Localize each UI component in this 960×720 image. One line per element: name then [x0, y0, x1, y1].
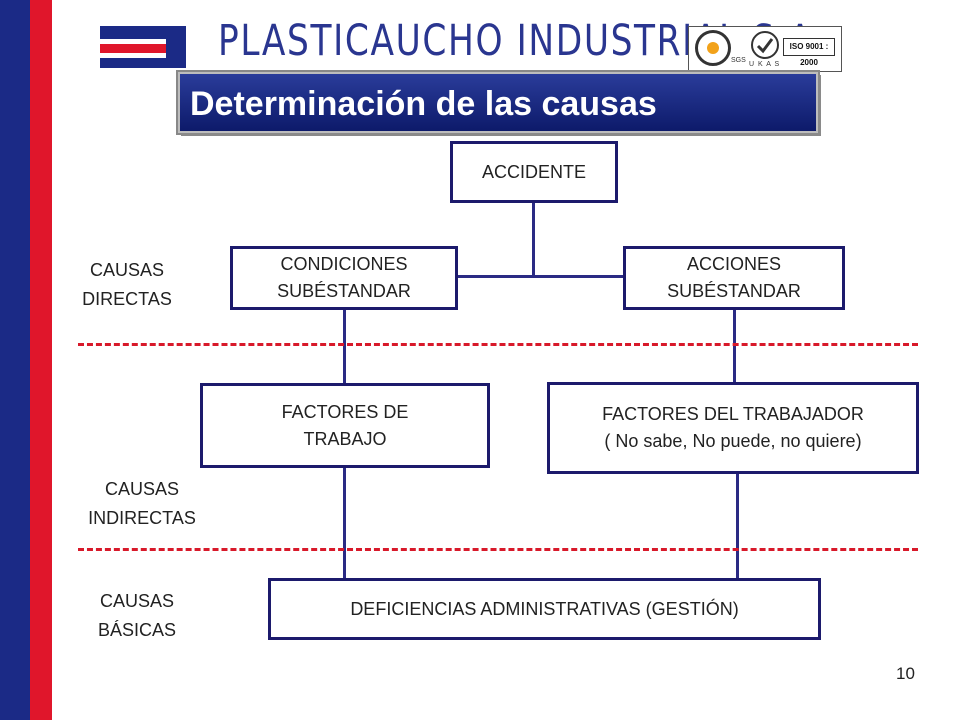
- node-accidente: ACCIDENTE: [450, 141, 618, 203]
- node-factores-trabajador: FACTORES DEL TRABAJADOR ( No sabe, No pu…: [547, 382, 919, 474]
- left-blue-stripe: [0, 0, 30, 720]
- company-logo-icon: [100, 26, 186, 68]
- connector-accidente: [532, 202, 535, 278]
- certification-badges: SGS U K A S ISO 9001 : 2000: [688, 26, 842, 72]
- node-deficiencias-administrativas: DEFICIENCIAS ADMINISTRATIVAS (GESTIÓN): [268, 578, 821, 640]
- title-banner: [178, 72, 818, 133]
- ukas-crown-icon: [751, 31, 779, 59]
- connector-trabajador-deficiencias: [736, 473, 739, 580]
- label-causas-directas: CAUSAS DIRECTAS: [82, 260, 172, 309]
- iso-badge: ISO 9001 : 2000: [783, 38, 835, 67]
- connector-condiciones-factores: [343, 309, 346, 385]
- label-causas-basicas: CAUSAS BÁSICAS: [97, 591, 177, 640]
- page-number: 10: [896, 664, 915, 683]
- label-causas-indirectas: CAUSAS INDIRECTAS: [88, 479, 196, 528]
- divider-directas-indirectas: [78, 343, 918, 346]
- node-factores-trabajo: FACTORES DE TRABAJO: [200, 383, 490, 468]
- ukas-label: U K A S: [749, 61, 781, 68]
- left-red-stripe: [30, 0, 52, 720]
- connector-horizontal: [456, 275, 626, 278]
- connector-acciones-factores: [733, 309, 736, 384]
- connector-trabajo-deficiencias: [343, 467, 346, 580]
- sgs-label: SGS: [731, 57, 746, 64]
- node-condiciones-subestandar: CONDICIONES SUBÉSTANDAR: [230, 246, 458, 310]
- page-title: Determinación de las causas: [190, 85, 657, 123]
- node-acciones-subestandar: ACCIONES SUBÉSTANDAR: [623, 246, 845, 310]
- sgs-seal-icon: [695, 30, 731, 66]
- divider-indirectas-basicas: [78, 548, 918, 551]
